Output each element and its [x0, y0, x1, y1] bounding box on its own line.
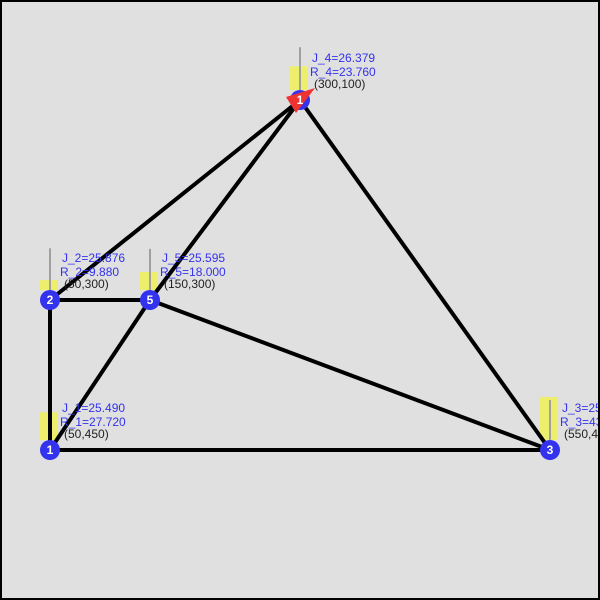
node-r-label: R_1=27.720 — [60, 415, 126, 429]
node-j-label: J_3=25 — [562, 401, 600, 415]
node-j-label: J_1=25.490 — [62, 401, 125, 415]
graph-edge — [48, 98, 302, 302]
node-circle[interactable] — [40, 440, 60, 460]
node-circle[interactable] — [540, 440, 560, 460]
node-r-label: R_2=9.880 — [60, 265, 119, 279]
graph-node[interactable] — [140, 290, 160, 310]
graph-node[interactable] — [40, 290, 60, 310]
graph-node[interactable] — [540, 440, 560, 460]
node-id: 1 — [297, 93, 304, 107]
graph-node[interactable] — [40, 440, 60, 460]
graph-edge — [149, 298, 551, 452]
graph-edge — [48, 298, 152, 452]
node-coord-label: (150,300) — [164, 277, 215, 291]
node-id: 2 — [47, 293, 54, 307]
node-j-label: J_4=26.379 — [312, 51, 375, 65]
graph-edge — [298, 98, 552, 452]
node-coord-label: (50,300) — [64, 277, 109, 291]
node-coord-label: (50,450) — [64, 427, 109, 441]
node-coord-label: (550,450) — [564, 427, 600, 441]
red-arrow-pointer-icon[interactable] — [286, 88, 315, 113]
node-r-label: R_3=43 — [560, 415, 600, 429]
node-id: 1 — [47, 443, 54, 457]
node-coord-label: (300,100) — [314, 77, 365, 91]
node-id: 5 — [147, 293, 154, 307]
graph-edge — [148, 98, 302, 302]
node-circle[interactable] — [140, 290, 160, 310]
node-r-label: R_5=18.000 — [160, 265, 226, 279]
node-r-label: R_4=23.760 — [310, 65, 376, 79]
node-j-label: J_5=25.595 — [162, 251, 225, 265]
node-j-label: J_2=25.876 — [62, 251, 125, 265]
node-id: 3 — [547, 443, 554, 457]
node-circle[interactable] — [40, 290, 60, 310]
